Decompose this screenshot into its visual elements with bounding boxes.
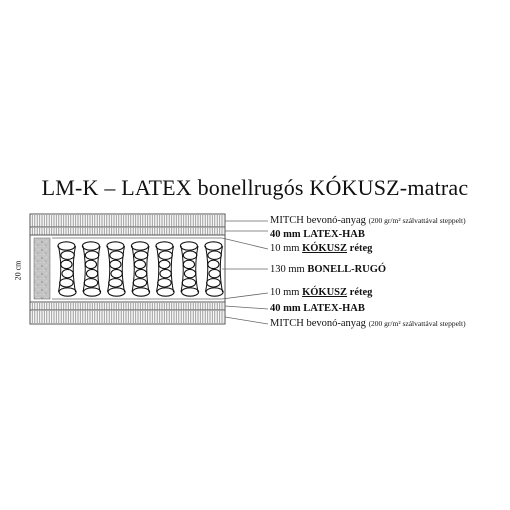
spring-turn <box>155 241 174 251</box>
leader-line-5 <box>221 292 269 300</box>
spring-turn <box>57 241 76 251</box>
spring-coil <box>179 241 200 297</box>
layer-label-springs: 130 mm BONELL-RUGÓ <box>270 264 387 275</box>
leader-line-7 <box>224 316 269 325</box>
spring-turn <box>130 241 149 251</box>
spring-wire <box>82 245 101 293</box>
spring-coil <box>57 241 77 297</box>
layer-label-latex-top: 40 mm LATEX-HAB <box>270 229 365 240</box>
spring-turn <box>204 241 223 251</box>
leader-line-6 <box>224 305 269 310</box>
spring-wire <box>58 245 76 293</box>
spring-turn <box>205 287 224 297</box>
spring-coil <box>130 241 151 297</box>
spring-turn <box>179 241 198 251</box>
spring-wire <box>205 245 223 293</box>
layer-label-cover-top: MITCH bevonó-anyag (200 gr/m² szálvattáv… <box>270 215 466 226</box>
spring-wire <box>156 245 174 293</box>
spring-turn <box>132 287 151 297</box>
layer-label-coir-bottom: 10 mm KÓKUSZ réteg <box>270 287 373 298</box>
spring-coil <box>204 241 224 297</box>
bottom-latex-layer <box>31 303 224 310</box>
spring-turn <box>83 287 102 297</box>
spring-turn <box>106 241 125 251</box>
bottom-cover-layer <box>31 311 224 323</box>
top-latex-layer <box>31 228 224 235</box>
spring-turn <box>81 241 100 251</box>
layer-label-latex-bottom: 40 mm LATEX-HAB <box>270 303 365 314</box>
spring-coil <box>81 241 102 297</box>
bonell-springs <box>57 241 224 297</box>
spring-wire <box>180 245 199 293</box>
spring-wire <box>131 245 150 293</box>
spring-turn <box>58 287 77 297</box>
spring-turn <box>181 287 200 297</box>
diagram-title: LM-K – LATEX bonellrugós KÓKUSZ-matrac <box>41 175 469 200</box>
layer-label-coir-top: 10 mm KÓKUSZ réteg <box>270 243 373 254</box>
top-cover-layer <box>31 215 224 227</box>
coir-side-panel <box>33 237 51 300</box>
spring-turn <box>107 287 126 297</box>
spring-wire <box>107 245 125 293</box>
spring-turn <box>156 287 175 297</box>
spring-coil <box>106 241 126 297</box>
height-label: 20 cm <box>13 260 23 281</box>
spring-coil <box>155 241 175 297</box>
layer-label-cover-bottom: MITCH bevonó-anyag (200 gr/m² szálvattáv… <box>270 318 466 329</box>
leader-line-3 <box>221 237 269 250</box>
